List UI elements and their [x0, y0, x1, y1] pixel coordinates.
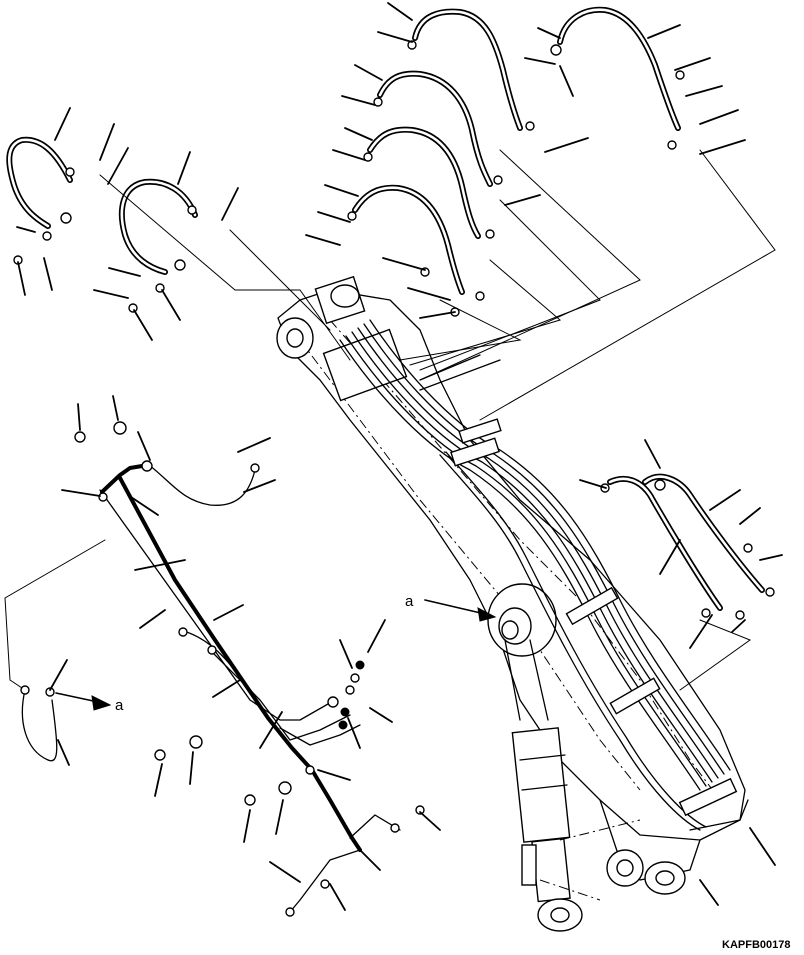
right-hose-1 — [600, 475, 723, 618]
upper-hose-4 — [550, 6, 685, 150]
callout-a-left: a — [55, 692, 124, 714]
right-hose-2 — [642, 473, 775, 620]
boom-pipe-bundle — [339, 319, 738, 831]
upper-hose-1 — [6, 136, 75, 265]
drawing-code: KAPFB00178 — [722, 939, 790, 951]
upper-hose-5 — [373, 70, 503, 187]
right-routing-line — [679, 619, 752, 691]
left-routing-line — [4, 539, 106, 689]
boom-assembly — [276, 275, 749, 932]
callout-label-a-boom: a — [405, 593, 414, 610]
callout-label-a-left: a — [115, 697, 124, 714]
left-pipe-assembly — [20, 421, 425, 917]
leader-lines — [16, 2, 783, 911]
routing-lines — [99, 149, 776, 421]
upper-hose-2 — [118, 178, 198, 313]
callout-a-boom: a — [405, 593, 497, 622]
upper-hose-3 — [407, 8, 535, 131]
upper-hose-7 — [347, 184, 485, 317]
upper-hose-6 — [363, 126, 495, 239]
